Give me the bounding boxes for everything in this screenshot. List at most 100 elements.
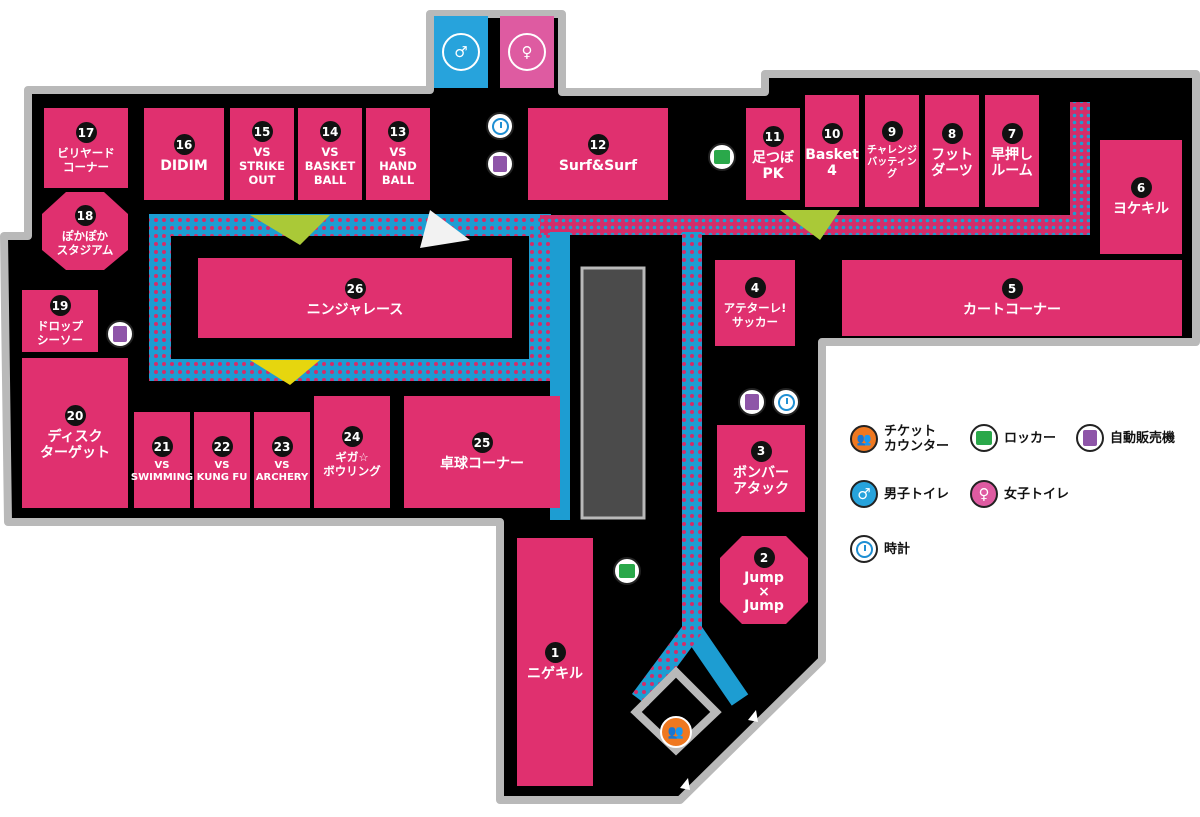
room-8[interactable]: 8 フット ダーツ (925, 95, 979, 207)
room-number: 11 (762, 126, 784, 147)
room-label: 卓球コーナー (440, 456, 524, 472)
clock-icon (486, 112, 514, 140)
room-label: DIDIM (160, 158, 208, 174)
room-label: VS BASKET BALL (304, 145, 356, 187)
room-24[interactable]: 24 ギガ☆ ボウリング (314, 396, 390, 508)
room-label: VS SWIMMING (130, 460, 194, 483)
room-label: VS ARCHERY (255, 460, 309, 483)
room-number: 20 (64, 405, 86, 426)
legend-vending-label: 自動販売機 (1110, 430, 1176, 446)
room-label: ヨケキル (1113, 201, 1169, 217)
room-number: 2 (753, 547, 775, 568)
room-2[interactable]: 2 Jump × Jump (720, 536, 808, 624)
room-21[interactable]: 21 VS SWIMMING (130, 412, 194, 508)
room-number: 10 (821, 123, 843, 144)
room-number: 25 (471, 432, 493, 453)
legend-clock: 時計 (850, 535, 910, 563)
room-18[interactable]: 18 ぽかぽか スタジアム (42, 192, 128, 270)
room-label: ビリヤード コーナー (57, 146, 115, 174)
room-number: 4 (744, 277, 766, 298)
legend-female-label: 女子トイレ (1004, 486, 1070, 502)
room-1[interactable]: 1 ニゲキル (517, 538, 593, 786)
male-icon: ♂ (850, 480, 878, 508)
clock-icon (850, 535, 878, 563)
room-3[interactable]: 3 ボンバー アタック (717, 425, 805, 512)
room-number: 19 (49, 295, 71, 316)
room-12[interactable]: 12 Surf&Surf (528, 108, 668, 200)
room-label: ニンジャレース (306, 302, 404, 318)
ticket-counter-icon: 👥 (660, 716, 692, 748)
male-icon: ♂ (454, 42, 468, 61)
room-label: Basket 4 (805, 147, 859, 179)
room-label: VS KUNG FU (196, 460, 248, 483)
entrance-arrow (680, 778, 690, 790)
room-number: 26 (344, 278, 366, 299)
room-6[interactable]: 6 ヨケキル (1100, 140, 1182, 254)
room-label: 足つぼ PK (752, 150, 794, 182)
room-7[interactable]: 7 早押し ルーム (985, 95, 1039, 207)
entrance-arrow (748, 710, 758, 722)
room-25[interactable]: 25 卓球コーナー (404, 396, 560, 508)
room-4[interactable]: 4 アテターレ! サッカー (715, 260, 795, 346)
legend-male: ♂ 男子トイレ (850, 480, 949, 508)
room-5[interactable]: 5 カートコーナー (842, 260, 1182, 336)
room-label: ボンバー アタック (733, 464, 789, 497)
room-number: 12 (587, 134, 609, 155)
room-number: 1 (544, 642, 566, 663)
room-number: 18 (74, 205, 96, 226)
female-icon: ♀ (521, 42, 533, 61)
room-number: 23 (271, 436, 293, 457)
room-label: 早押し ルーム (991, 147, 1033, 179)
room-number: 3 (750, 440, 772, 462)
room-label: VS STRIKE OUT (238, 145, 286, 187)
locker-icon (708, 143, 736, 171)
room-number: 17 (75, 122, 97, 143)
room-19[interactable]: 19 ドロップ シーソー (22, 290, 98, 352)
room-number: 7 (1001, 123, 1023, 144)
room-label: ニゲキル (527, 666, 583, 682)
room-10[interactable]: 10 Basket 4 (805, 95, 859, 207)
room-17[interactable]: 17 ビリヤード コーナー (44, 108, 128, 188)
room-11[interactable]: 11 足つぼ PK (746, 108, 800, 200)
legend-male-label: 男子トイレ (884, 486, 950, 502)
room-14[interactable]: 14 VS BASKET BALL (298, 108, 362, 200)
legend-locker-label: ロッカー (1004, 430, 1057, 446)
locker-icon (613, 557, 641, 585)
vending-machine-icon (486, 150, 514, 178)
room-label: アテターレ! サッカー (723, 301, 787, 329)
room-23[interactable]: 23 VS ARCHERY (254, 412, 310, 508)
male-restroom: ♂ (434, 16, 488, 88)
room-label: ぽかぽか スタジアム (56, 229, 114, 257)
central-pillar (580, 266, 646, 520)
room-label: Jump × Jump (744, 570, 784, 614)
legend-locker: ロッカー (970, 424, 1056, 452)
room-number: 15 (251, 121, 273, 142)
room-number: 22 (211, 436, 233, 457)
room-shape-2 (720, 536, 808, 624)
room-number: 24 (341, 426, 363, 447)
room-13[interactable]: 13 VS HAND BALL (366, 108, 430, 200)
room-16[interactable]: 16 DIDIM (144, 108, 224, 200)
room-label: ドロップ シーソー (37, 319, 83, 347)
room-15[interactable]: 15 VS STRIKE OUT (230, 108, 294, 200)
room-20[interactable]: 20 ディスク ターゲット (22, 358, 128, 508)
room-9[interactable]: 9 チャレンジ バッティング (865, 95, 919, 207)
room-26[interactable]: 26 ニンジャレース (198, 258, 512, 338)
clock-icon (772, 388, 800, 416)
legend-ticket-label: チケット カウンター (884, 424, 950, 454)
ticket-counter-icon: 👥 (850, 425, 878, 453)
room-shape-18 (42, 192, 128, 270)
female-restroom: ♀ (500, 16, 554, 88)
room-label: Surf&Surf (558, 158, 638, 174)
room-label: フット ダーツ (931, 147, 973, 179)
room-number: 14 (319, 121, 341, 142)
room-label: チャレンジ バッティング (867, 145, 917, 180)
legend-clock-label: 時計 (884, 541, 911, 557)
room-number: 8 (941, 123, 963, 144)
legend-female: ♀ 女子トイレ (970, 480, 1069, 508)
room-label: ギガ☆ ボウリング (323, 450, 381, 478)
vending-machine-icon (106, 320, 134, 348)
room-22[interactable]: 22 VS KUNG FU (194, 412, 250, 508)
room-number: 21 (151, 436, 173, 457)
